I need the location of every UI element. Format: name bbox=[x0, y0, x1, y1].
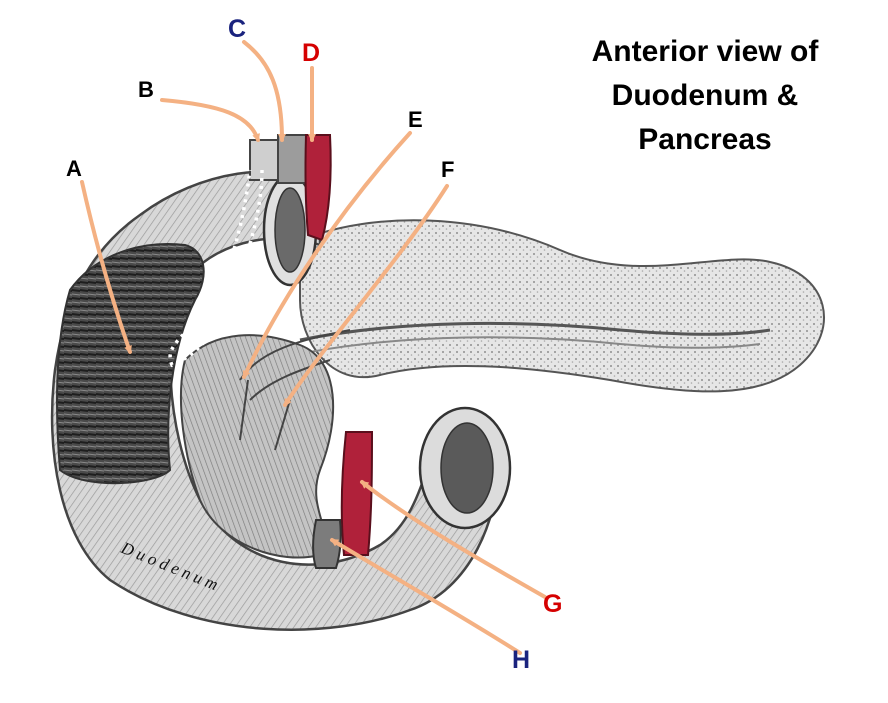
title-line-1: Anterior view of bbox=[591, 35, 819, 68]
arrow-e bbox=[242, 131, 412, 379]
arrow-f bbox=[283, 184, 449, 407]
pointer-arrows bbox=[80, 40, 547, 655]
arrow-b bbox=[160, 98, 260, 142]
duodenum-opening bbox=[56, 243, 205, 485]
diagram-title: Anterior view of Duodenum & Pancreas bbox=[565, 30, 845, 162]
arrow-a bbox=[80, 180, 132, 354]
pancreas-body bbox=[299, 219, 825, 393]
dotted-outline-bile-duct bbox=[168, 169, 264, 368]
pancreaticoduodenal-vessels bbox=[239, 329, 351, 451]
label-c: C bbox=[228, 15, 247, 43]
vein-h bbox=[312, 519, 342, 569]
artery-d bbox=[304, 134, 332, 242]
artery-g bbox=[340, 431, 374, 556]
label-a: A bbox=[66, 156, 82, 181]
label-b: B bbox=[138, 77, 154, 102]
label-e: E bbox=[408, 107, 423, 132]
title-line-2: Duodenum & bbox=[611, 79, 799, 112]
label-d: D bbox=[302, 39, 321, 67]
portal-vein-stub bbox=[277, 134, 309, 184]
label-g: G bbox=[543, 590, 563, 618]
arrow-c bbox=[242, 40, 286, 142]
label-h: H bbox=[512, 646, 531, 674]
arrow-h bbox=[330, 538, 522, 655]
title-line-3: Pancreas bbox=[638, 123, 772, 156]
bile-duct-stub bbox=[249, 139, 281, 181]
label-f: F bbox=[441, 157, 455, 182]
arrow-g bbox=[360, 480, 547, 599]
pancreatic-duct bbox=[299, 321, 771, 342]
